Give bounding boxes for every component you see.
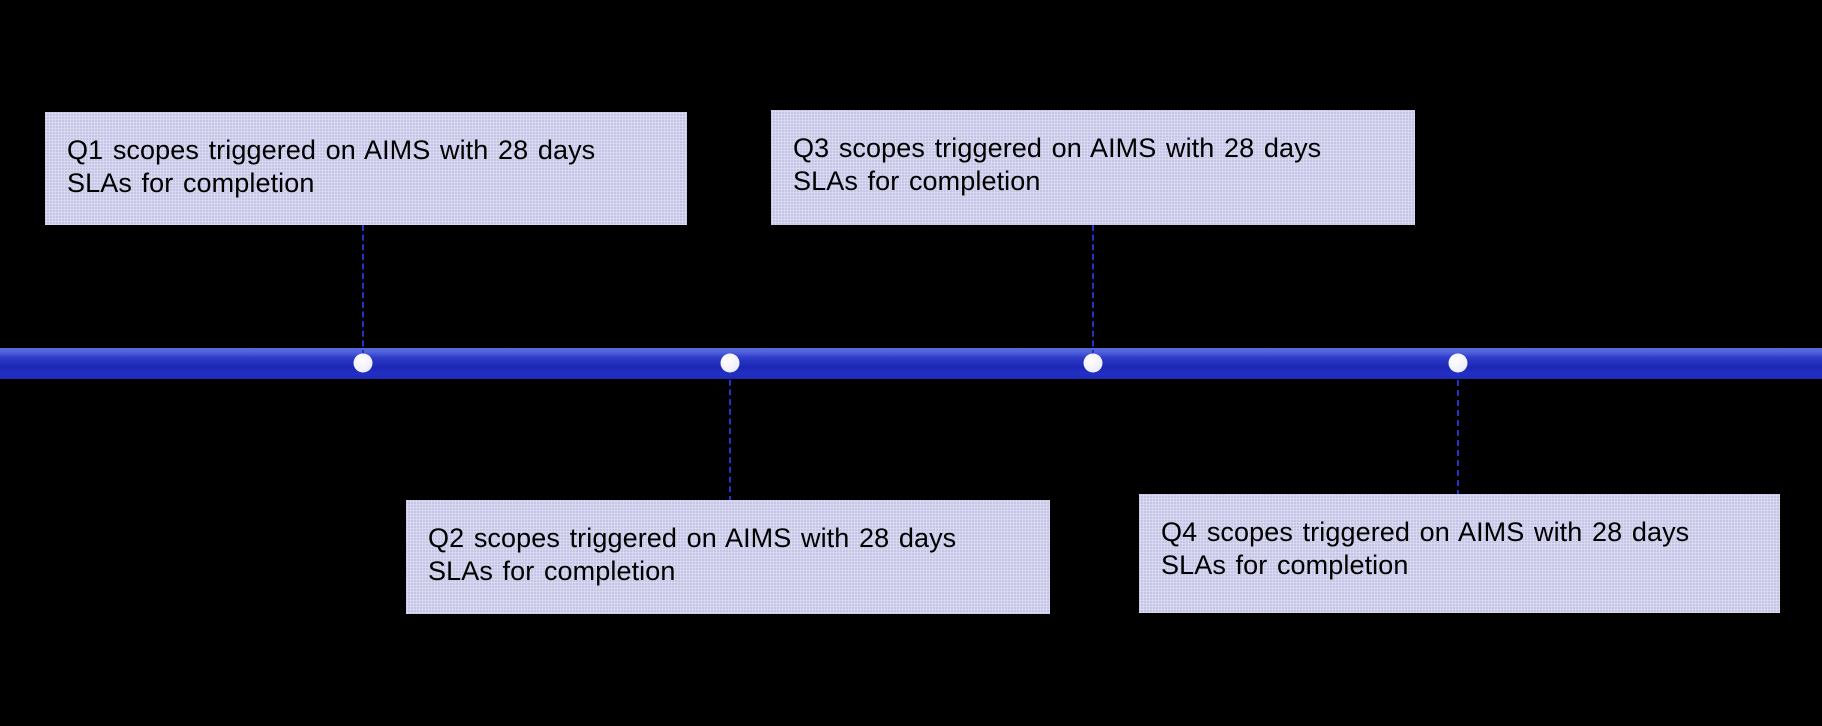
connector-line-q1 (362, 225, 364, 356)
milestone-dot-q1[interactable] (353, 353, 373, 373)
callout-box-q2[interactable]: Q2 scopes triggered on AIMS with 28 days… (406, 500, 1050, 614)
callout-text-q2: Q2 scopes triggered on AIMS with 28 days… (428, 523, 957, 586)
callout-box-q4[interactable]: Q4 scopes triggered on AIMS with 28 days… (1139, 494, 1780, 613)
callout-text-q1: Q1 scopes triggered on AIMS with 28 days… (67, 135, 596, 198)
callout-box-q3[interactable]: Q3 scopes triggered on AIMS with 28 days… (771, 110, 1415, 225)
timeline-bar (0, 348, 1822, 379)
timeline-bar-sheen (0, 348, 1822, 357)
milestone-dot-q2[interactable] (720, 353, 740, 373)
connector-line-q2 (729, 370, 731, 502)
connector-line-q4 (1457, 370, 1459, 496)
connector-line-q3 (1092, 225, 1094, 356)
callout-text-q4: Q4 scopes triggered on AIMS with 28 days… (1161, 517, 1690, 580)
callout-box-q1[interactable]: Q1 scopes triggered on AIMS with 28 days… (45, 112, 687, 225)
callout-text-q3: Q3 scopes triggered on AIMS with 28 days… (793, 133, 1322, 196)
milestone-dot-q3[interactable] (1083, 353, 1103, 373)
milestone-dot-q4[interactable] (1448, 353, 1468, 373)
